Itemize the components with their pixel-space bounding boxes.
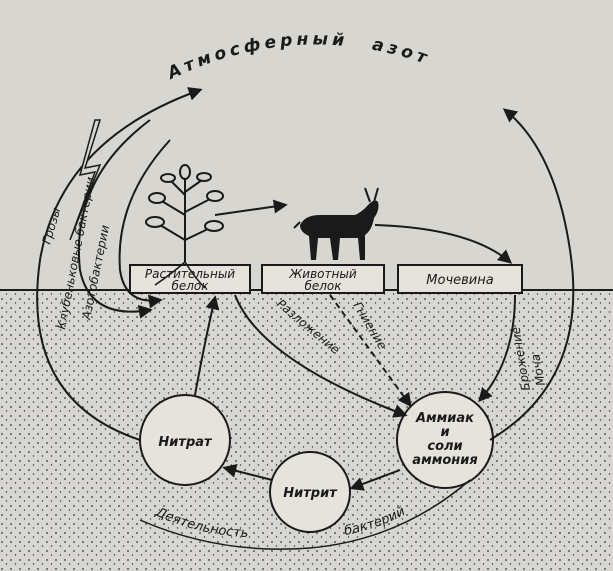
ammonia-label-2: и: [440, 425, 449, 440]
arrow-ammonia-to-nitrite: [349, 469, 401, 491]
arrow-urea-to-ammonia: [478, 294, 516, 403]
cycle-arrows: [36, 87, 575, 550]
bacteria-bracket: [139, 479, 471, 550]
urea-label: Мочевина: [426, 273, 493, 288]
arrow-ammonia-to-atmosphere: [489, 108, 575, 441]
ammonia-label-1: Аммиак: [415, 411, 475, 426]
animal-protein-box: [261, 264, 385, 294]
title-word-1: Атмосферный: [163, 29, 349, 84]
arrow-animal-to-urea: [374, 224, 513, 264]
lightning-icon: [69, 119, 102, 241]
arrow-azoto-to-plant: [118, 139, 171, 309]
arrow-animal-to-ammonia: [329, 294, 412, 408]
plant-icon: [145, 164, 224, 289]
nitrite-label: Нитрит: [283, 486, 338, 501]
title-word-2: азот: [370, 35, 433, 70]
arrow-nitrate-to-plant: [194, 295, 220, 396]
ammonia-node: [396, 391, 494, 489]
arrow-nitrate-to-atmosphere: [36, 87, 203, 441]
plant-protein-label: Растительный: [145, 267, 235, 281]
arrow-bacteria-to-plant: [77, 119, 153, 319]
arrow-plant-to-ammonia: [234, 294, 408, 418]
goat-icon: [293, 187, 379, 260]
animal-protein-label-2: белок: [304, 279, 342, 293]
nitrite-node: [269, 451, 351, 533]
urine-label: Моча: [528, 353, 548, 387]
storms-label: Грозы: [39, 206, 63, 246]
nitrate-label: Нитрат: [158, 435, 213, 450]
animal-protein-label: Животный: [288, 267, 356, 281]
storms-text: Грозы: [39, 206, 63, 246]
urine-text: Моча: [528, 353, 548, 387]
urea-box: [397, 264, 523, 294]
arrow-nitrite-to-nitrate: [222, 463, 273, 481]
ammonia-label-3: соли: [427, 439, 462, 454]
atmosphere-title: Атмосферный азот: [163, 29, 433, 84]
arrow-plant-to-animal: [214, 199, 288, 216]
ammonia-label-4: аммония: [412, 453, 477, 468]
